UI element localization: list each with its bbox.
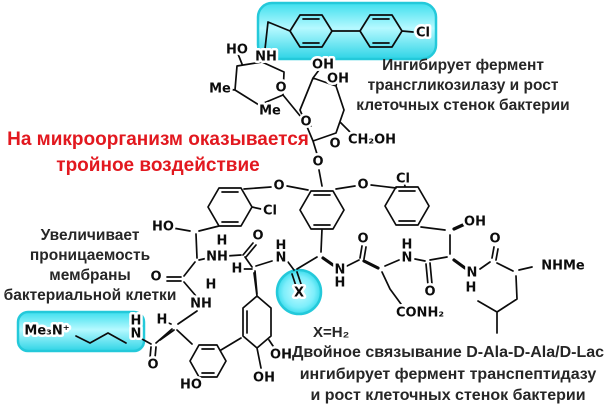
transglycosylase-line-3: клеточных стенок бактерии xyxy=(356,97,570,114)
atom-label: NH xyxy=(206,250,228,265)
binding-note: Двойное связывание D-Ala-D-Ala/D-Lac инг… xyxy=(290,342,606,407)
atom-label: OH xyxy=(327,72,349,87)
atom-label: H xyxy=(217,234,228,249)
binding-line-2: ингибирует фермент транспептидазу xyxy=(299,365,597,383)
headline-line-1: На микроорганизм оказывается xyxy=(7,129,309,150)
atom-label: HO xyxy=(226,43,248,58)
atom-label: O xyxy=(489,232,500,247)
stereo-wedge-bonds xyxy=(321,222,467,270)
atom-label: CONH₂ xyxy=(396,306,444,321)
atom-label: H xyxy=(466,281,477,296)
atom-label: H xyxy=(276,239,287,254)
atom-label: Cl xyxy=(416,26,430,41)
atom-label: Cl xyxy=(396,172,410,187)
binding-line-1: Двойное связывание D-Ala-D-Ala/D-Lac xyxy=(291,344,605,361)
atom-label: H xyxy=(402,238,413,253)
atom-label: Cl xyxy=(263,204,277,219)
atom-label: H xyxy=(157,313,168,328)
atom-label: NH xyxy=(255,50,277,65)
transglycosylase-line-1: Ингибирует фермент xyxy=(382,57,544,74)
atom-label: H xyxy=(206,278,217,293)
atom-label: N xyxy=(467,266,478,281)
atom-label: N xyxy=(131,327,142,342)
atom-label: O xyxy=(273,179,284,194)
atom-label: OH xyxy=(312,58,334,73)
atom-label: Me xyxy=(209,82,231,97)
atom-label: O xyxy=(147,358,158,373)
atom-label: Me₃N⁺ xyxy=(24,324,69,339)
atom-label: HO xyxy=(180,378,202,393)
atom-label: O xyxy=(312,155,323,170)
atom-label: O xyxy=(300,115,311,130)
transglycosylase-line-2: трансгликозилазу и рост xyxy=(367,77,559,94)
ammonium-chain-highlight xyxy=(16,310,146,353)
atom-label: Me xyxy=(259,104,281,119)
atom-label: O xyxy=(150,270,161,285)
atom-label: O xyxy=(424,285,435,300)
atom-label: H xyxy=(335,276,346,291)
binding-line-3: и рост клеточных стенок бактерии xyxy=(310,387,586,404)
atom-label: O xyxy=(252,229,263,244)
atom-label: NHMe xyxy=(541,259,585,274)
x-definition-label: X=H₂ xyxy=(313,324,350,341)
headline-line-2: тройное воздействие xyxy=(56,155,260,176)
transglycosylase-note: Ингибирует фермент трансгликозилазу и ро… xyxy=(338,56,588,116)
atom-label: H xyxy=(131,314,142,329)
x-group-highlight xyxy=(275,268,323,316)
membrane-line-2: проницаемость xyxy=(29,247,151,264)
atom-label: CH₂OH xyxy=(348,133,396,148)
membrane-note: Увеличивает проницаемость мембраны бакте… xyxy=(0,226,180,306)
triple-action-headline: На микроорганизм оказывается тройное воз… xyxy=(5,127,311,179)
membrane-line-1: Увеличивает xyxy=(40,227,140,244)
atom-label: OH xyxy=(253,371,275,386)
atom-label: OH xyxy=(270,348,292,363)
bond-skeleton xyxy=(75,14,533,382)
atom-label: HO xyxy=(152,220,174,235)
atom-label: OH xyxy=(464,215,486,230)
membrane-line-4: бактериальной клетки xyxy=(3,287,177,304)
membrane-line-3: мембраны xyxy=(49,267,131,284)
atom-label: O xyxy=(357,178,368,193)
atom-label: N xyxy=(276,251,287,266)
atom-label: NH xyxy=(190,297,212,312)
atom-label: X xyxy=(294,286,304,301)
atom-label: O xyxy=(329,137,340,152)
atom-label: N xyxy=(335,263,346,278)
atom-label: O xyxy=(275,81,286,96)
atom-label: O xyxy=(357,232,368,247)
atom-label: H xyxy=(232,262,243,277)
atom-label: N xyxy=(402,251,413,266)
